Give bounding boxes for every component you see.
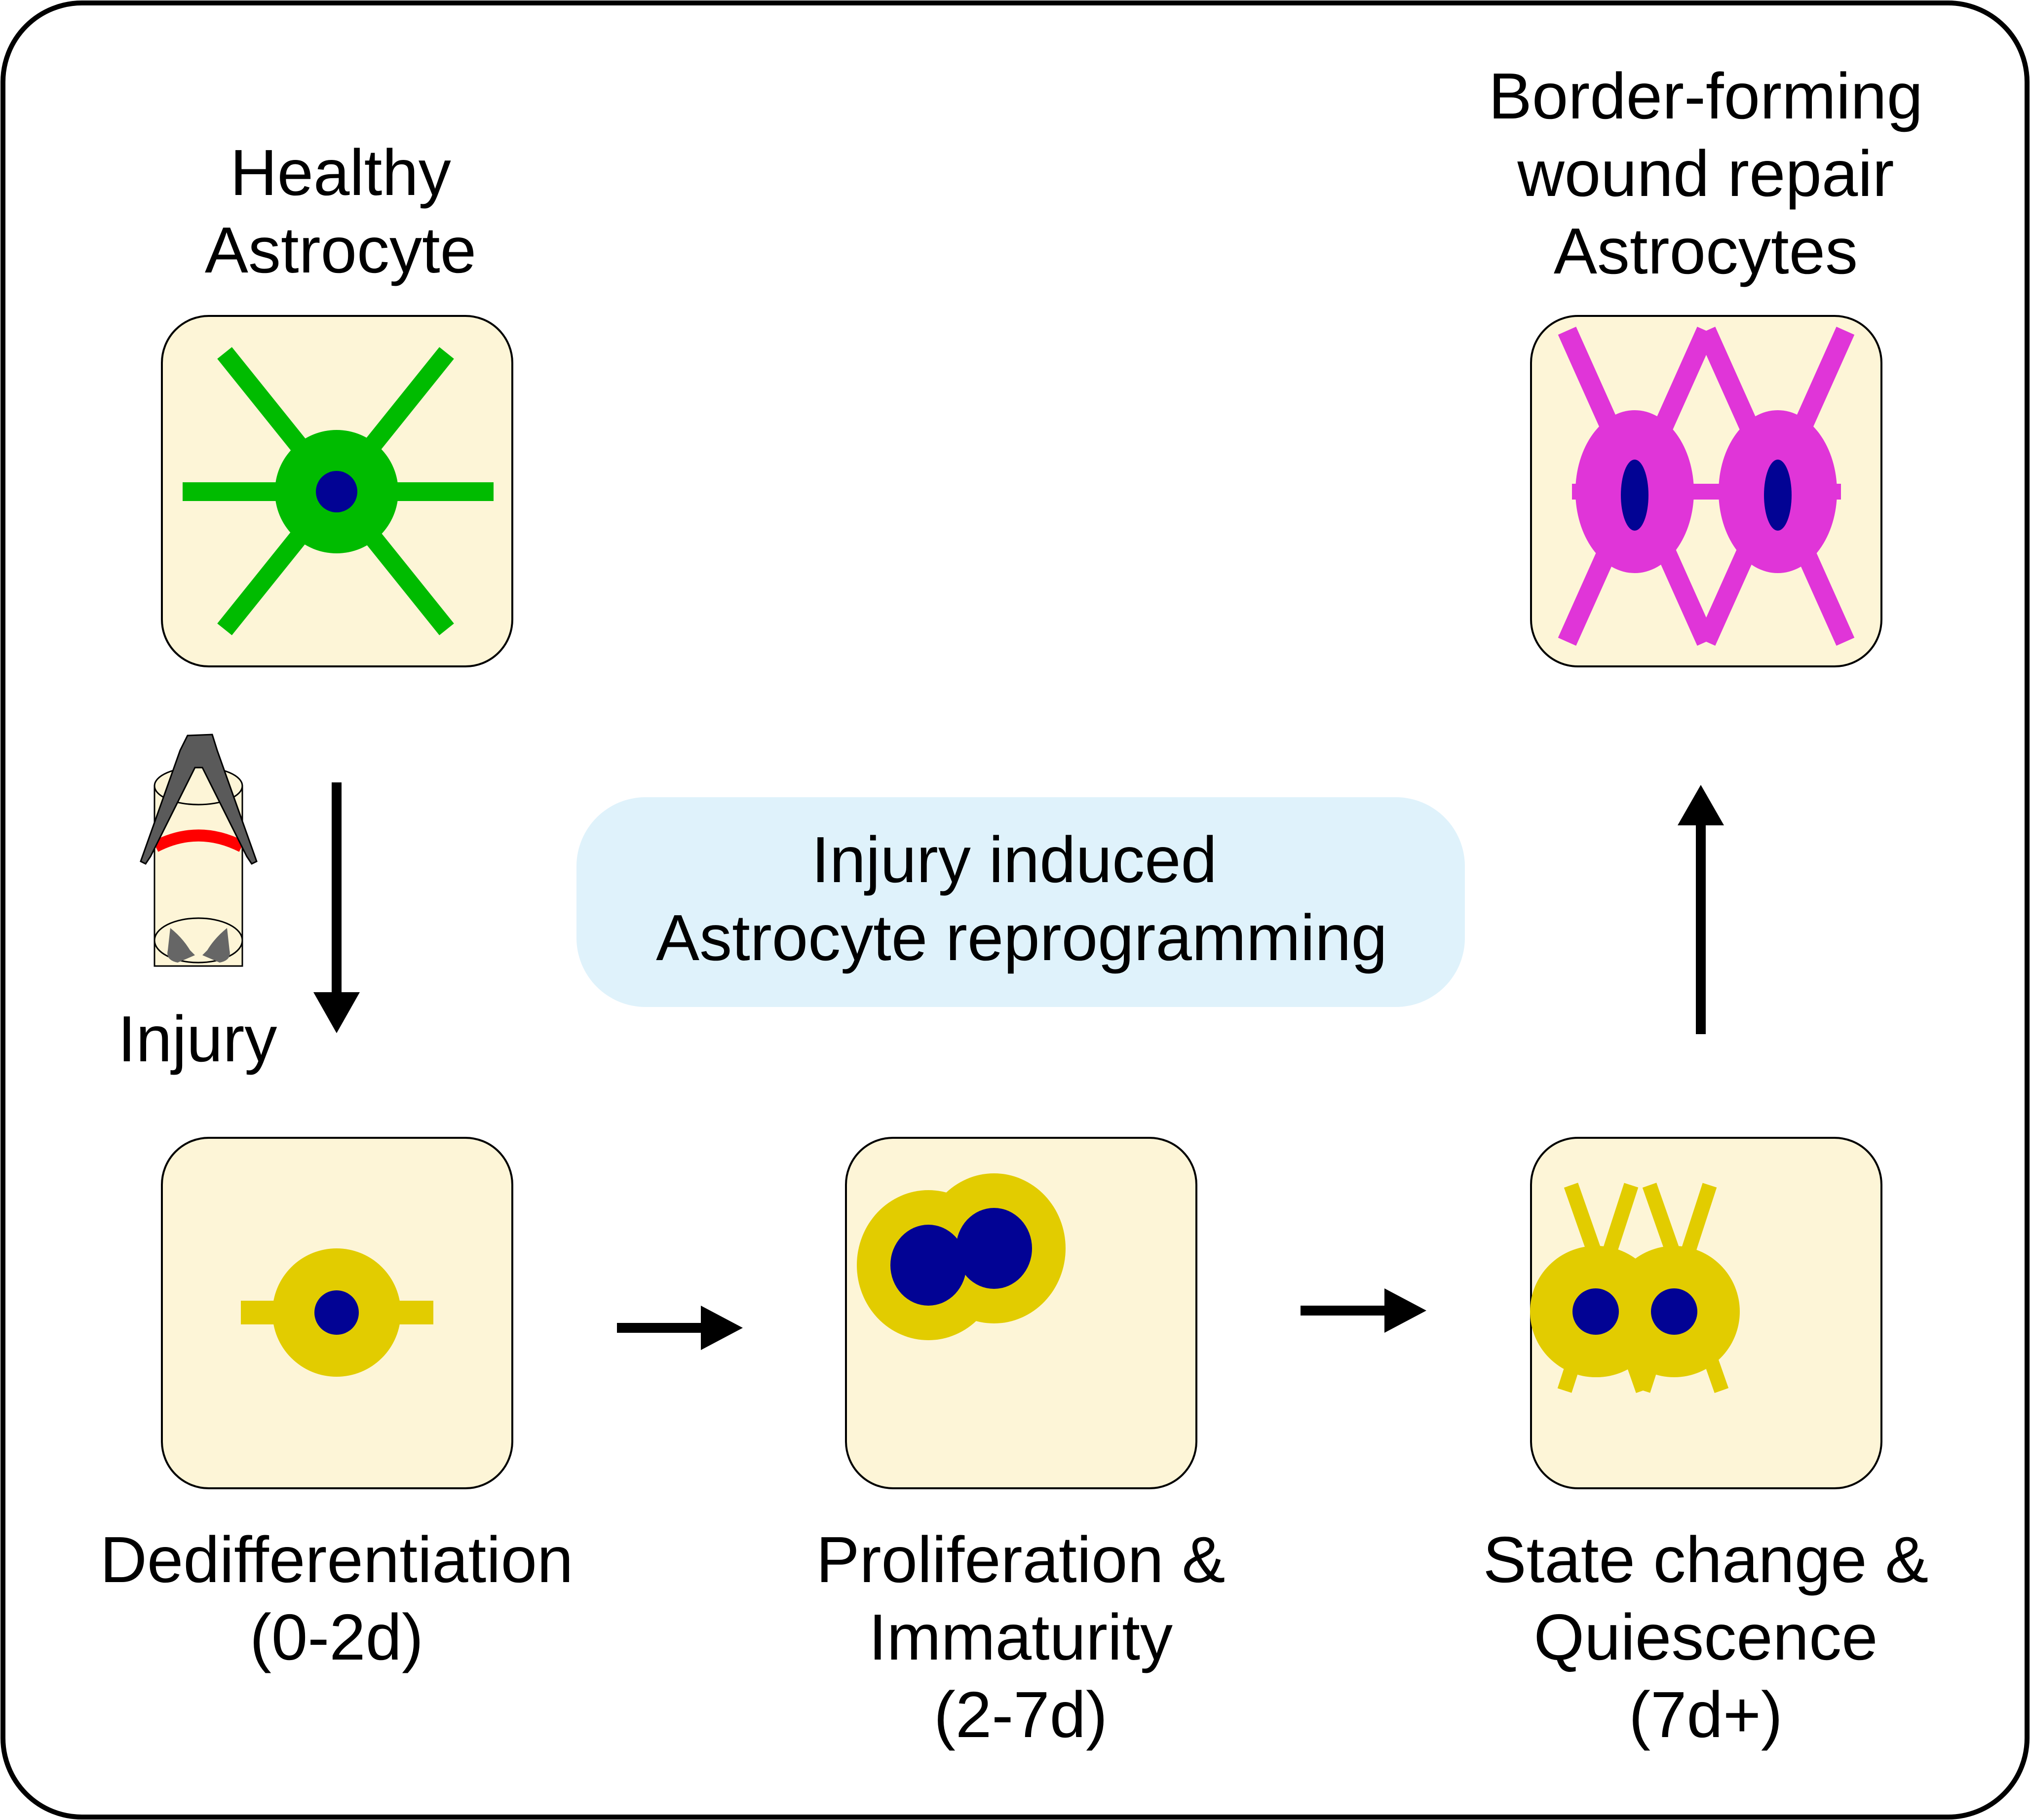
injury-label: Injury: [118, 1003, 277, 1075]
center-box-line1: Injury induced: [811, 823, 1217, 896]
nucleus-icon: [890, 1225, 966, 1306]
center-box: Injury induced Astrocyte reprogramming: [576, 797, 1465, 1007]
injury-arrow-down: [313, 782, 360, 1033]
nucleus-icon: [1621, 460, 1648, 531]
state-label-line1: State change &: [1483, 1523, 1929, 1596]
dediff-label-line1: Dedifferentiation: [100, 1523, 574, 1596]
border-title-line3: Astrocytes: [1554, 215, 1858, 287]
arrow-right-1: [617, 1306, 743, 1350]
healthy-title-line1: Healthy: [230, 136, 451, 209]
prolif-label-line1: Proliferation &: [816, 1523, 1225, 1596]
state-change-card: [1530, 1137, 1882, 1489]
nucleus-icon: [956, 1208, 1032, 1289]
healthy-astrocyte-card: [161, 315, 513, 667]
state-label-line2: Quiescence: [1533, 1601, 1877, 1673]
state-label-line3: (7d+): [1629, 1678, 1783, 1751]
arrow-right-2: [1301, 1288, 1426, 1333]
healthy-title-line2: Astrocyte: [205, 214, 476, 286]
spinal-cord-injury-icon: [140, 734, 258, 967]
dediff-label-line2: (0-2d): [250, 1601, 423, 1673]
border-title-line1: Border-forming: [1489, 60, 1923, 132]
nucleus-icon: [1651, 1288, 1697, 1335]
border-title-line2: wound repair: [1517, 137, 1894, 210]
nucleus-icon: [1764, 460, 1792, 531]
dedifferentiation-card: [161, 1137, 513, 1489]
prolif-label-line3: (2-7d): [934, 1678, 1108, 1751]
nucleus-icon: [1572, 1288, 1619, 1335]
arrow-up: [1678, 785, 1724, 1034]
border-forming-card: [1530, 315, 1882, 667]
nucleus-icon: [316, 471, 357, 512]
prolif-label-line2: Immaturity: [869, 1601, 1173, 1673]
proliferation-card: [845, 1137, 1197, 1489]
center-box-line2: Astrocyte reprogramming: [656, 901, 1387, 974]
nucleus-icon: [314, 1290, 359, 1335]
